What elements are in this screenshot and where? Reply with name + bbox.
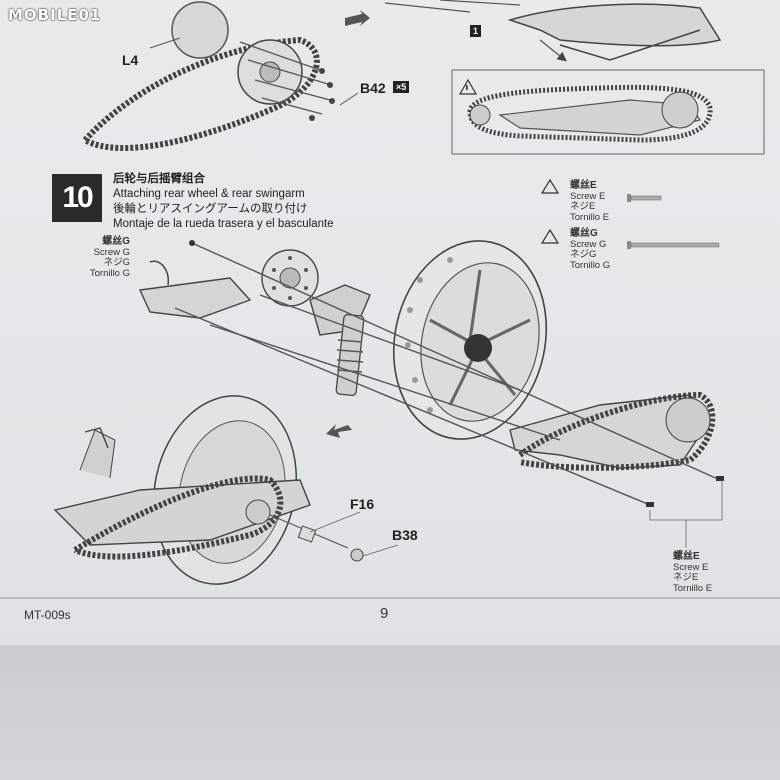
- part-label-l4: L4: [122, 52, 139, 68]
- screw-e-bottom-ja: ネジE: [673, 572, 699, 583]
- screw-e-label-bottom: 螺丝E Screw E ネジE Tornillo E: [673, 551, 713, 594]
- note-number-badge: 1: [470, 25, 482, 37]
- model-number: MT-009s: [24, 608, 71, 622]
- top-chain-diagram: [80, 1, 359, 152]
- rear-wheel-exploded: [138, 240, 724, 548]
- screw-e-zh: 螺丝E: [570, 180, 597, 191]
- screw-g-label-left: 螺丝G Screw G ネジG Tornillo G: [84, 236, 130, 279]
- screw-legend: [540, 178, 720, 249]
- assembly-illustration: [0, 0, 780, 599]
- screw-g-ja: ネジG: [103, 257, 130, 268]
- screw-e-es: Tornillo E: [570, 211, 610, 223]
- screw-e-en: Screw E: [570, 190, 606, 202]
- qty-badge: ×5: [393, 81, 410, 93]
- screw-g-en: Screw G: [93, 246, 130, 258]
- title-zh: 后轮与后摇臂组合: [113, 173, 205, 185]
- part-label-b38: B38: [392, 527, 418, 543]
- watermark-logo: MOBILE01: [8, 6, 102, 24]
- page-number: 9: [380, 605, 389, 622]
- title-en: Attaching rear wheel & rear swingarm: [113, 188, 305, 200]
- table-surface: [0, 645, 780, 780]
- step-number: 10: [52, 174, 102, 222]
- top-swingarm: [345, 0, 722, 62]
- screw-g-es: Tornillo G: [89, 267, 130, 279]
- rear-wheel-assembled: [53, 395, 399, 585]
- part-label-f16: F16: [350, 496, 375, 512]
- title-ja: 後輪とリアスイングアームの取り付け: [113, 203, 308, 215]
- title-es: Montaje de la rueda trasera y el bascula…: [113, 218, 334, 230]
- screw-g-legend-en: Screw G: [570, 238, 607, 250]
- screw-g-legend-ja: ネジG: [570, 249, 597, 260]
- screw-e-bottom-en: Screw E: [673, 561, 709, 573]
- screw-g-legend: 螺丝G Screw G ネジG Tornillo G: [570, 228, 611, 271]
- part-label-b42: B42: [360, 80, 386, 96]
- screw-g-legend-zh: 螺丝G: [570, 228, 598, 239]
- screw-g-zh: 螺丝G: [102, 236, 130, 247]
- screw-e-bottom-es: Tornillo E: [673, 582, 713, 594]
- screw-e-bottom-zh: 螺丝E: [673, 551, 700, 562]
- screw-g-legend-es: Tornillo G: [570, 259, 611, 271]
- step-title: 后轮与后摇臂组合 Attaching rear wheel & rear swi…: [113, 172, 334, 232]
- screw-e-legend: 螺丝E Screw E ネジE Tornillo E: [570, 180, 610, 223]
- chain-note-box: [451, 69, 765, 155]
- screw-e-ja: ネジE: [570, 201, 596, 212]
